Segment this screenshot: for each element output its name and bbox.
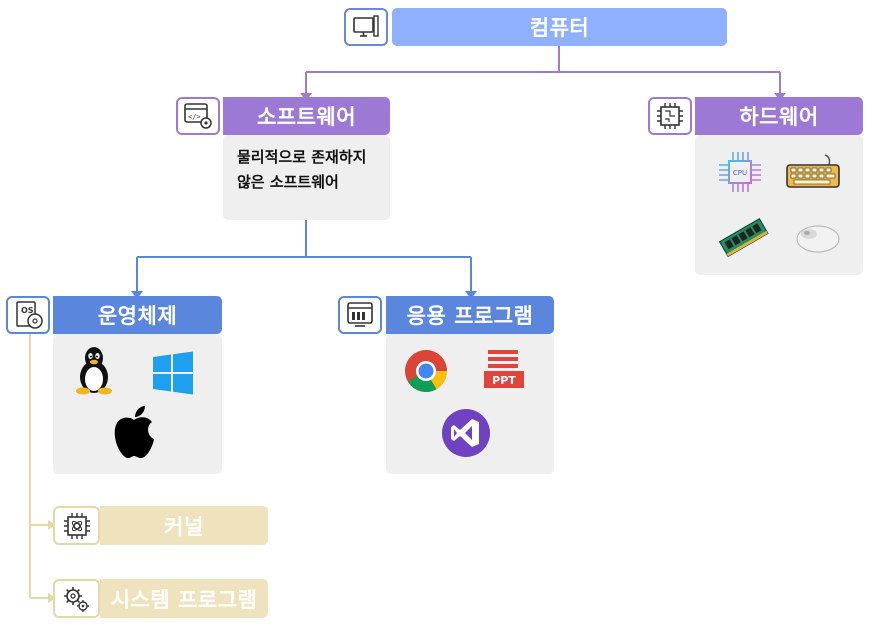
kernel-label[interactable]: 커널 bbox=[100, 506, 268, 545]
ram-icon bbox=[719, 218, 769, 258]
os-disc-icon-box: OS bbox=[6, 296, 50, 334]
kernel-chip-icon bbox=[63, 512, 90, 539]
system-programs-icon-box bbox=[53, 579, 100, 618]
ppt-file-icon: PPT bbox=[484, 350, 524, 388]
hardware-panel: CPU bbox=[695, 135, 863, 275]
os-icon-text: OS bbox=[21, 306, 34, 315]
software-label[interactable]: 소프트웨어 bbox=[223, 97, 390, 135]
computer-icon bbox=[353, 15, 379, 37]
apple-logo-icon bbox=[114, 406, 154, 458]
circuit-board-icon bbox=[657, 103, 683, 129]
software-description-panel: 물리적으로 존재하지 않은 소프트웨어 bbox=[223, 135, 390, 220]
os-disc-icon: OS bbox=[16, 301, 43, 329]
code-settings-icon: </> bbox=[184, 103, 212, 129]
computer-icon-box bbox=[344, 8, 388, 46]
application-window-icon bbox=[347, 302, 373, 327]
hardware-label[interactable]: 하드웨어 bbox=[695, 97, 863, 135]
ppt-icon-text: PPT bbox=[492, 374, 516, 387]
visual-studio-logo-icon bbox=[442, 409, 490, 457]
system-programs-label[interactable]: 시스템 프로그램 bbox=[100, 579, 268, 618]
mouse-icon bbox=[796, 225, 840, 253]
os-panel bbox=[53, 334, 222, 474]
apps-window-icon-box bbox=[338, 296, 382, 334]
kernel-icon-box bbox=[53, 506, 100, 545]
hardware-chip-icon-box bbox=[648, 97, 692, 135]
apps-panel: PPT bbox=[386, 334, 554, 474]
computer-label[interactable]: 컴퓨터 bbox=[392, 8, 727, 46]
os-label[interactable]: 운영체제 bbox=[53, 296, 222, 334]
cpu-icon: CPU bbox=[719, 152, 761, 192]
software-desc-line2: 않은 소프트웨어 bbox=[237, 173, 339, 191]
keyboard-icon bbox=[786, 154, 840, 188]
windows-logo-icon bbox=[153, 351, 193, 395]
gears-icon bbox=[63, 586, 89, 612]
apps-label[interactable]: 응용 프로그램 bbox=[386, 296, 554, 334]
chrome-logo-icon bbox=[405, 350, 447, 393]
software-code-icon-box: </> bbox=[176, 97, 220, 135]
cpu-text: CPU bbox=[733, 169, 747, 177]
linux-tux-icon bbox=[76, 347, 112, 395]
software-desc-line1: 물리적으로 존재하지 bbox=[237, 148, 367, 166]
svg-text:</>: </> bbox=[188, 113, 201, 121]
